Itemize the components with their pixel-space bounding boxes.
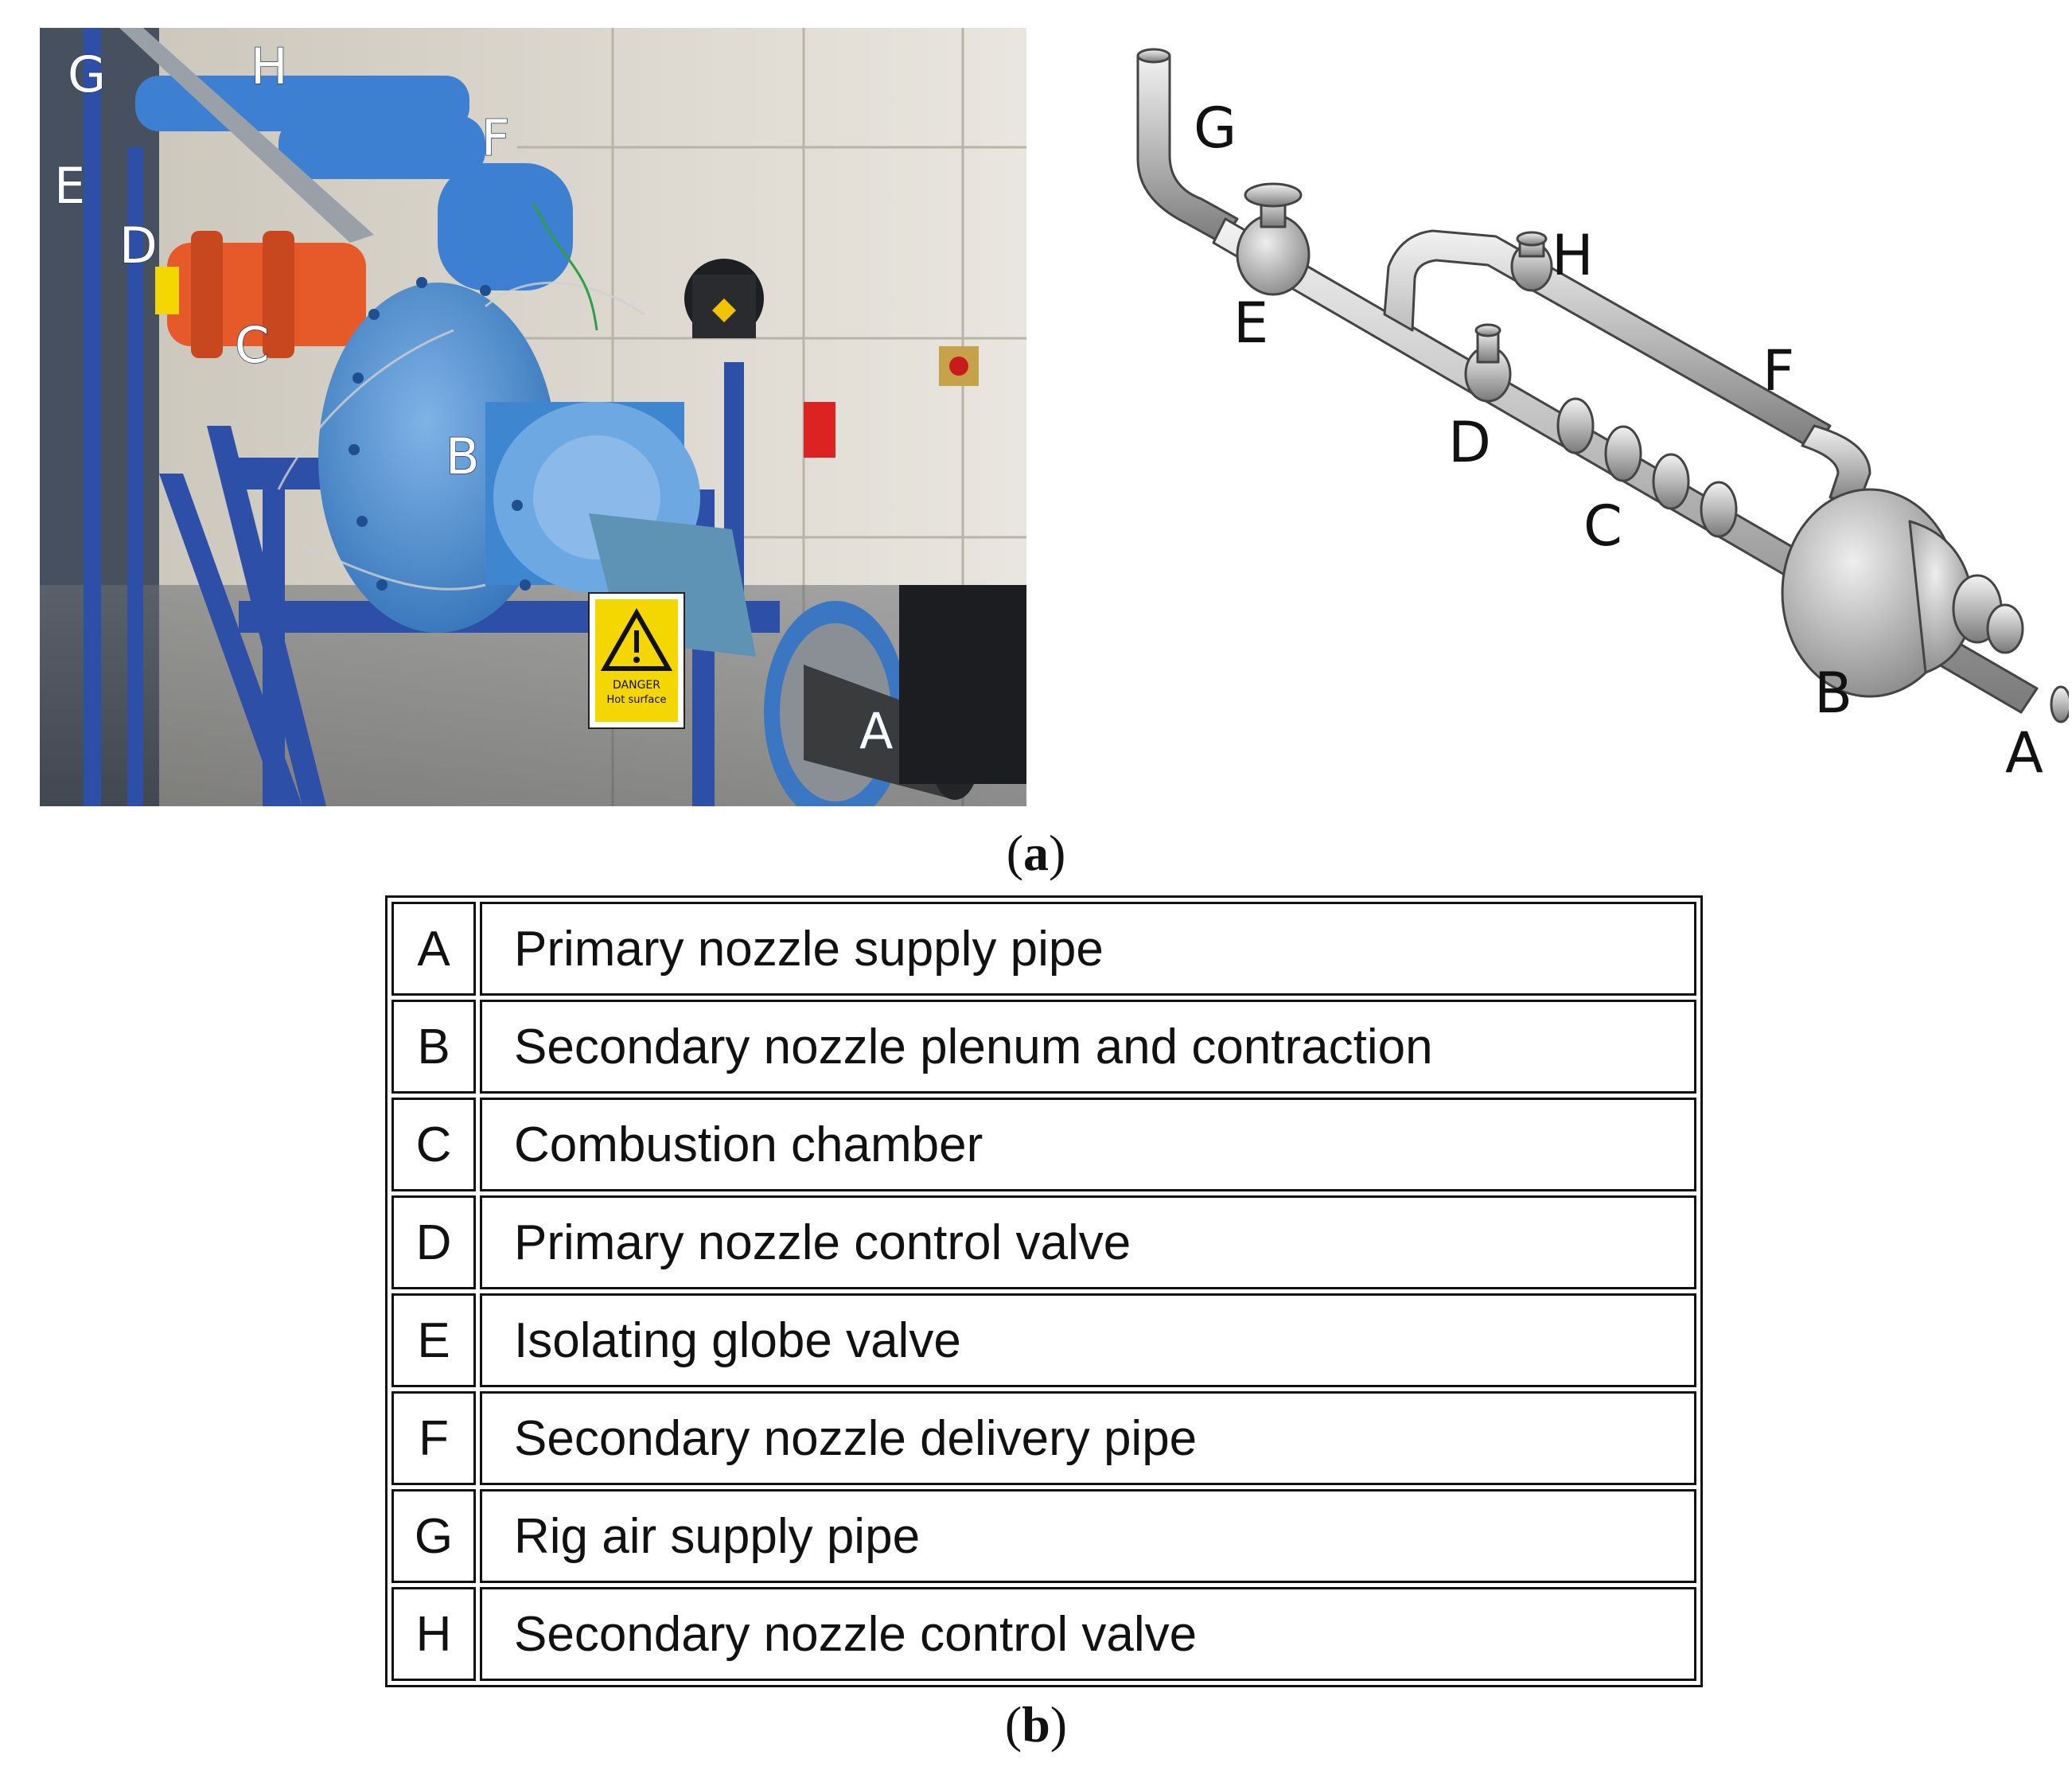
caption-a: (a) bbox=[1006, 825, 1066, 881]
legend-key-cell: D bbox=[391, 1195, 476, 1289]
legend-description-cell: Secondary nozzle delivery pipe bbox=[480, 1391, 1696, 1485]
legend-key-cell: C bbox=[391, 1098, 476, 1191]
legend-key-cell: B bbox=[391, 1000, 476, 1094]
legend-description-cell: Secondary nozzle control valve bbox=[480, 1587, 1696, 1681]
warning-sign-text-1: DANGER bbox=[613, 679, 660, 692]
rig-cad-schematic: G H E F D C B A bbox=[1082, 28, 2072, 806]
cad-label-c: C bbox=[1583, 493, 1622, 559]
photo-label-e: E bbox=[54, 157, 85, 215]
cad-label-f: F bbox=[1762, 338, 1794, 404]
legend-description-cell: Primary nozzle supply pipe bbox=[480, 902, 1696, 996]
cad-label-e: E bbox=[1233, 291, 1268, 356]
legend-key-cell: F bbox=[391, 1391, 476, 1485]
legend-key-cell: H bbox=[391, 1587, 476, 1681]
cad-label-a: A bbox=[2005, 720, 2043, 786]
legend-description-cell: Isolating globe valve bbox=[480, 1293, 1696, 1387]
rig-photograph: DANGER Hot surface G H F E D C B A bbox=[40, 28, 1026, 824]
legend-description-cell: Combustion chamber bbox=[480, 1098, 1696, 1191]
photo-label-b: B bbox=[446, 427, 480, 485]
legend-key-cell: E bbox=[391, 1293, 476, 1387]
photo-label-d: D bbox=[119, 216, 158, 275]
cad-label-g: G bbox=[1194, 96, 1237, 161]
legend-key-cell: G bbox=[391, 1489, 476, 1583]
cad-label-d: D bbox=[1448, 410, 1491, 475]
caption-a-letter: a bbox=[1023, 825, 1049, 881]
cad-label-h: H bbox=[1552, 223, 1594, 288]
legend-description-cell: Secondary nozzle plenum and contraction bbox=[480, 1000, 1696, 1094]
legend-description-cell: Primary nozzle control valve bbox=[480, 1195, 1696, 1289]
photo-label-g: G bbox=[68, 45, 106, 103]
caption-b-letter: b bbox=[1022, 1696, 1050, 1753]
legend-key-cell: A bbox=[391, 902, 476, 996]
photo-label-c: C bbox=[235, 316, 269, 374]
photo-label-h: H bbox=[251, 37, 288, 96]
caption-b: (b) bbox=[1004, 1696, 1068, 1753]
photo-label-f: F bbox=[481, 109, 510, 167]
photo-label-a: A bbox=[859, 702, 893, 760]
legend-description-cell: Rig air supply pipe bbox=[480, 1489, 1696, 1583]
warning-sign-text-2: Hot surface bbox=[606, 694, 666, 706]
cad-label-b: B bbox=[1814, 661, 1852, 726]
